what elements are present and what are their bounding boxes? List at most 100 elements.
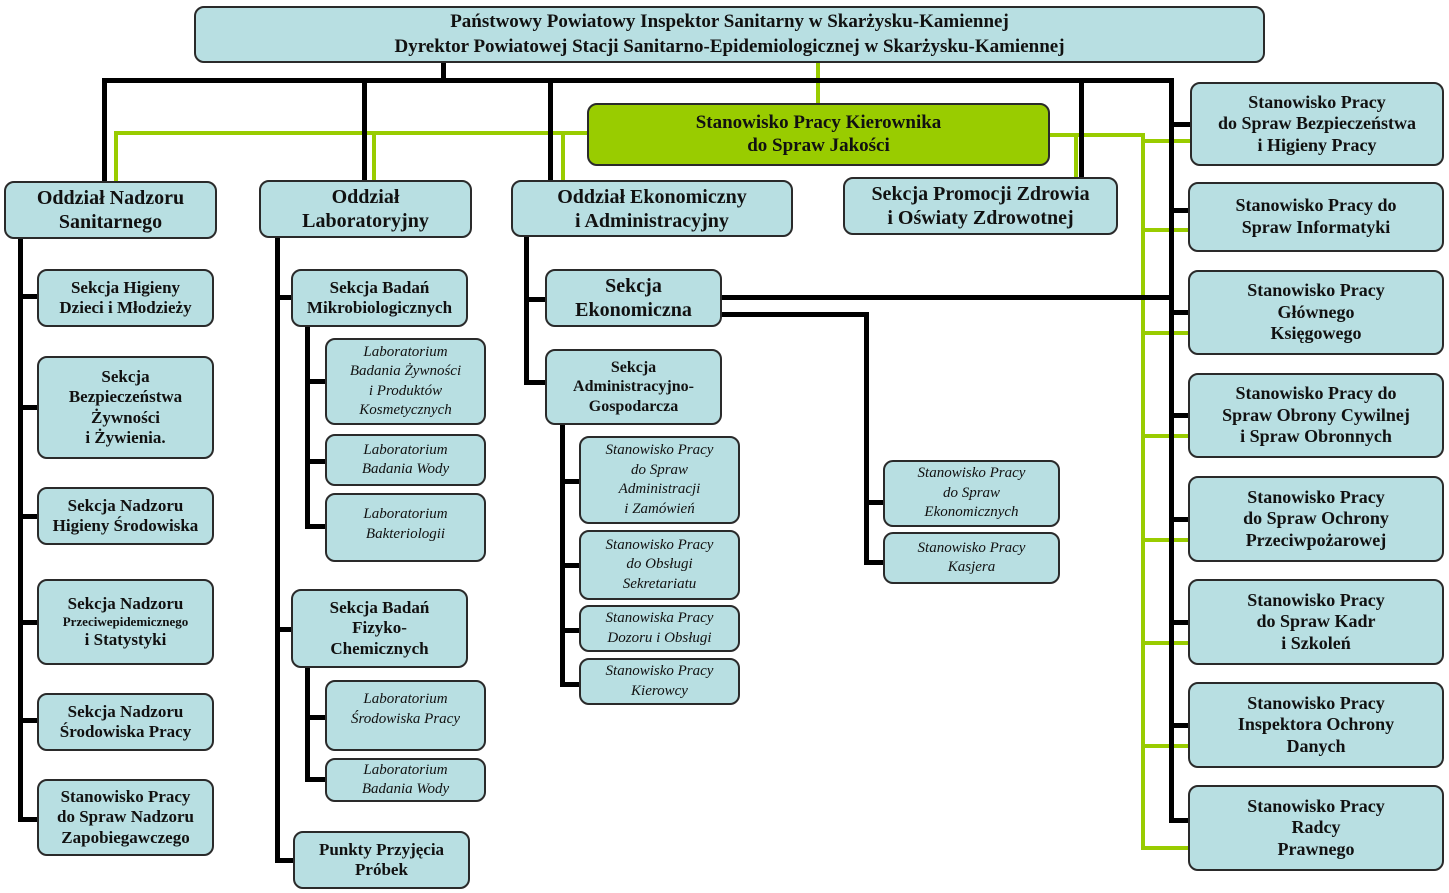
section-economic[interactable]: Sekcja Ekonomiczna bbox=[545, 269, 722, 327]
connector-line bbox=[275, 858, 295, 863]
director-title-line1: Państwowy Powiatowy Inspektor Sanitarny … bbox=[450, 10, 1009, 32]
connector-line bbox=[560, 682, 582, 687]
section-workplace-environment[interactable]: Sekcja Nadzoru Środowiska Pracy bbox=[37, 693, 214, 751]
connector-line bbox=[864, 312, 869, 565]
position-civil-defense[interactable]: Stanowisko Pracy do Spraw Obrony Cywilne… bbox=[1188, 373, 1444, 458]
connector-line bbox=[18, 817, 38, 822]
section-epidemiology-line3: i Statystyki bbox=[84, 629, 167, 649]
connector-line bbox=[560, 479, 582, 484]
position-security-service[interactable]: Stanowiska Pracy Dozoru i Obsługi bbox=[579, 605, 740, 652]
connector-line bbox=[102, 78, 107, 181]
section-epidemiology-line1: Sekcja Nadzoru bbox=[67, 593, 184, 613]
lab-bacteriology[interactable]: Laboratorium Bakteriologii bbox=[325, 493, 486, 562]
position-health-safety[interactable]: Stanowisko Pracy do Spraw Bezpieczeństwa… bbox=[1190, 82, 1444, 166]
connector-line bbox=[1169, 620, 1191, 625]
connector-line bbox=[18, 294, 38, 299]
connector-line-green bbox=[816, 62, 820, 104]
department-economic-administrative[interactable]: Oddział Ekonomiczny i Administracyjny bbox=[511, 180, 793, 237]
connector-line bbox=[1169, 818, 1191, 823]
connector-line bbox=[305, 459, 327, 464]
section-epidemiology-line2: Przeciwepidemicznego bbox=[62, 614, 189, 630]
section-food-safety[interactable]: Sekcja Bezpieczeństwa Żywności i Żywieni… bbox=[37, 356, 214, 459]
quality-manager-box[interactable]: Stanowisko Pracy Kierownika do Spraw Jak… bbox=[587, 103, 1050, 166]
connector-line-green bbox=[1141, 228, 1191, 232]
connector-line bbox=[524, 380, 546, 385]
position-preventive-supervision[interactable]: Stanowisko Pracy do Spraw Nadzoru Zapobi… bbox=[37, 779, 214, 856]
section-environmental-hygiene[interactable]: Sekcja Nadzoru Higieny Środowiska bbox=[37, 487, 214, 545]
connector-line-green bbox=[372, 131, 376, 181]
section-microbiology[interactable]: Sekcja Badań Mikrobiologicznych bbox=[291, 269, 468, 327]
department-sanitary-supervision[interactable]: Oddział Nadzoru Sanitarnego bbox=[4, 181, 217, 239]
connector-line-green bbox=[114, 131, 588, 135]
connector-line-green bbox=[114, 131, 118, 181]
connector-line bbox=[721, 312, 867, 317]
connector-line bbox=[560, 424, 565, 687]
position-chief-accountant[interactable]: Stanowisko Pracy Głównego Księgowego bbox=[1188, 270, 1444, 355]
connector-line bbox=[275, 238, 280, 863]
connector-line bbox=[1169, 723, 1191, 728]
connector-line bbox=[18, 620, 38, 625]
connector-line bbox=[18, 514, 38, 519]
connector-line bbox=[1169, 208, 1191, 213]
director-title-line2: Dyrektor Powiatowej Stacji Sanitarno-Epi… bbox=[394, 35, 1065, 57]
position-fire-protection[interactable]: Stanowisko Pracy do Spraw Ochrony Przeci… bbox=[1188, 476, 1444, 562]
position-legal-counsel[interactable]: Stanowisko Pracy Radcy Prawnego bbox=[1188, 785, 1444, 871]
connector-line bbox=[1169, 122, 1191, 127]
connector-line bbox=[1169, 310, 1191, 315]
connector-line-green bbox=[1141, 641, 1191, 645]
department-laboratory[interactable]: Oddział Laboratoryjny bbox=[259, 180, 472, 238]
sample-reception-points[interactable]: Punkty Przyjęcia Próbek bbox=[293, 831, 470, 889]
position-secretariat[interactable]: Stanowisko Pracy do Obsługi Sekretariatu bbox=[579, 530, 740, 600]
connector-line bbox=[275, 627, 293, 632]
section-child-hygiene[interactable]: Sekcja Higieny Dzieci i Młodzieży bbox=[37, 269, 214, 327]
section-physicochemical[interactable]: Sekcja Badań Fizyko- Chemicznych bbox=[291, 589, 468, 668]
position-it[interactable]: Stanowisko Pracy do Spraw Informatyki bbox=[1188, 182, 1444, 252]
section-admin-management[interactable]: Sekcja Administracyjno- Gospodarcza bbox=[545, 349, 722, 425]
connector-line bbox=[864, 560, 886, 565]
connector-line bbox=[305, 379, 327, 384]
section-epidemiology-statistics[interactable]: Sekcja Nadzoru Przeciwepidemicznego i St… bbox=[37, 579, 214, 665]
section-health-promotion[interactable]: Sekcja Promocji Zdrowia i Oświaty Zdrowo… bbox=[843, 177, 1118, 235]
connector-line bbox=[18, 405, 38, 410]
connector-line bbox=[305, 667, 310, 782]
connector-line bbox=[1169, 517, 1191, 522]
position-driver[interactable]: Stanowisko Pracy Kierowcy bbox=[579, 658, 740, 705]
connector-line-green bbox=[1141, 139, 1191, 143]
connector-line bbox=[305, 777, 327, 782]
director-box[interactable]: Państwowy Powiatowy Inspektor Sanitarny … bbox=[194, 6, 1265, 63]
position-data-protection-officer[interactable]: Stanowisko Pracy Inspektora Ochrony Dany… bbox=[1188, 682, 1444, 768]
lab-water-micro[interactable]: Laboratorium Badania Wody bbox=[325, 434, 486, 486]
connector-line bbox=[524, 236, 529, 385]
position-economic-affairs[interactable]: Stanowisko Pracy do Spraw Ekonomicznych bbox=[883, 460, 1060, 527]
connector-line bbox=[524, 297, 546, 302]
connector-line-green bbox=[1141, 331, 1191, 335]
connector-line-green bbox=[1141, 133, 1145, 849]
connector-line bbox=[362, 78, 367, 181]
connector-line bbox=[305, 524, 327, 529]
connector-line-green bbox=[1049, 133, 1145, 137]
connector-line bbox=[102, 78, 1174, 83]
connector-line bbox=[18, 718, 38, 723]
connector-line-green bbox=[1074, 133, 1078, 179]
connector-line bbox=[305, 327, 310, 529]
connector-line bbox=[548, 78, 553, 181]
connector-line bbox=[560, 563, 582, 568]
lab-work-environment[interactable]: Laboratorium Środowiska Pracy bbox=[325, 680, 486, 751]
connector-line bbox=[560, 628, 582, 633]
lab-water-physchem[interactable]: Laboratorium Badania Wody bbox=[325, 758, 486, 802]
position-cashier[interactable]: Stanowisko Pracy Kasjera bbox=[883, 532, 1060, 584]
lab-food-cosmetics[interactable]: Laboratorium Badania Żywności i Produktó… bbox=[325, 338, 486, 425]
connector-line bbox=[441, 62, 446, 82]
connector-line bbox=[1169, 413, 1191, 418]
connector-line bbox=[275, 295, 293, 300]
connector-line-green bbox=[1141, 538, 1191, 542]
connector-line-green bbox=[1141, 434, 1191, 438]
position-administration-procurement[interactable]: Stanowisko Pracy do Spraw Administracji … bbox=[579, 436, 740, 524]
connector-line-green bbox=[561, 131, 565, 181]
position-hr-training[interactable]: Stanowisko Pracy do Spraw Kadr i Szkoleń bbox=[1188, 579, 1444, 665]
connector-line bbox=[1079, 78, 1084, 178]
connector-line bbox=[305, 715, 327, 720]
connector-line bbox=[721, 295, 1171, 300]
connector-line bbox=[18, 238, 23, 822]
